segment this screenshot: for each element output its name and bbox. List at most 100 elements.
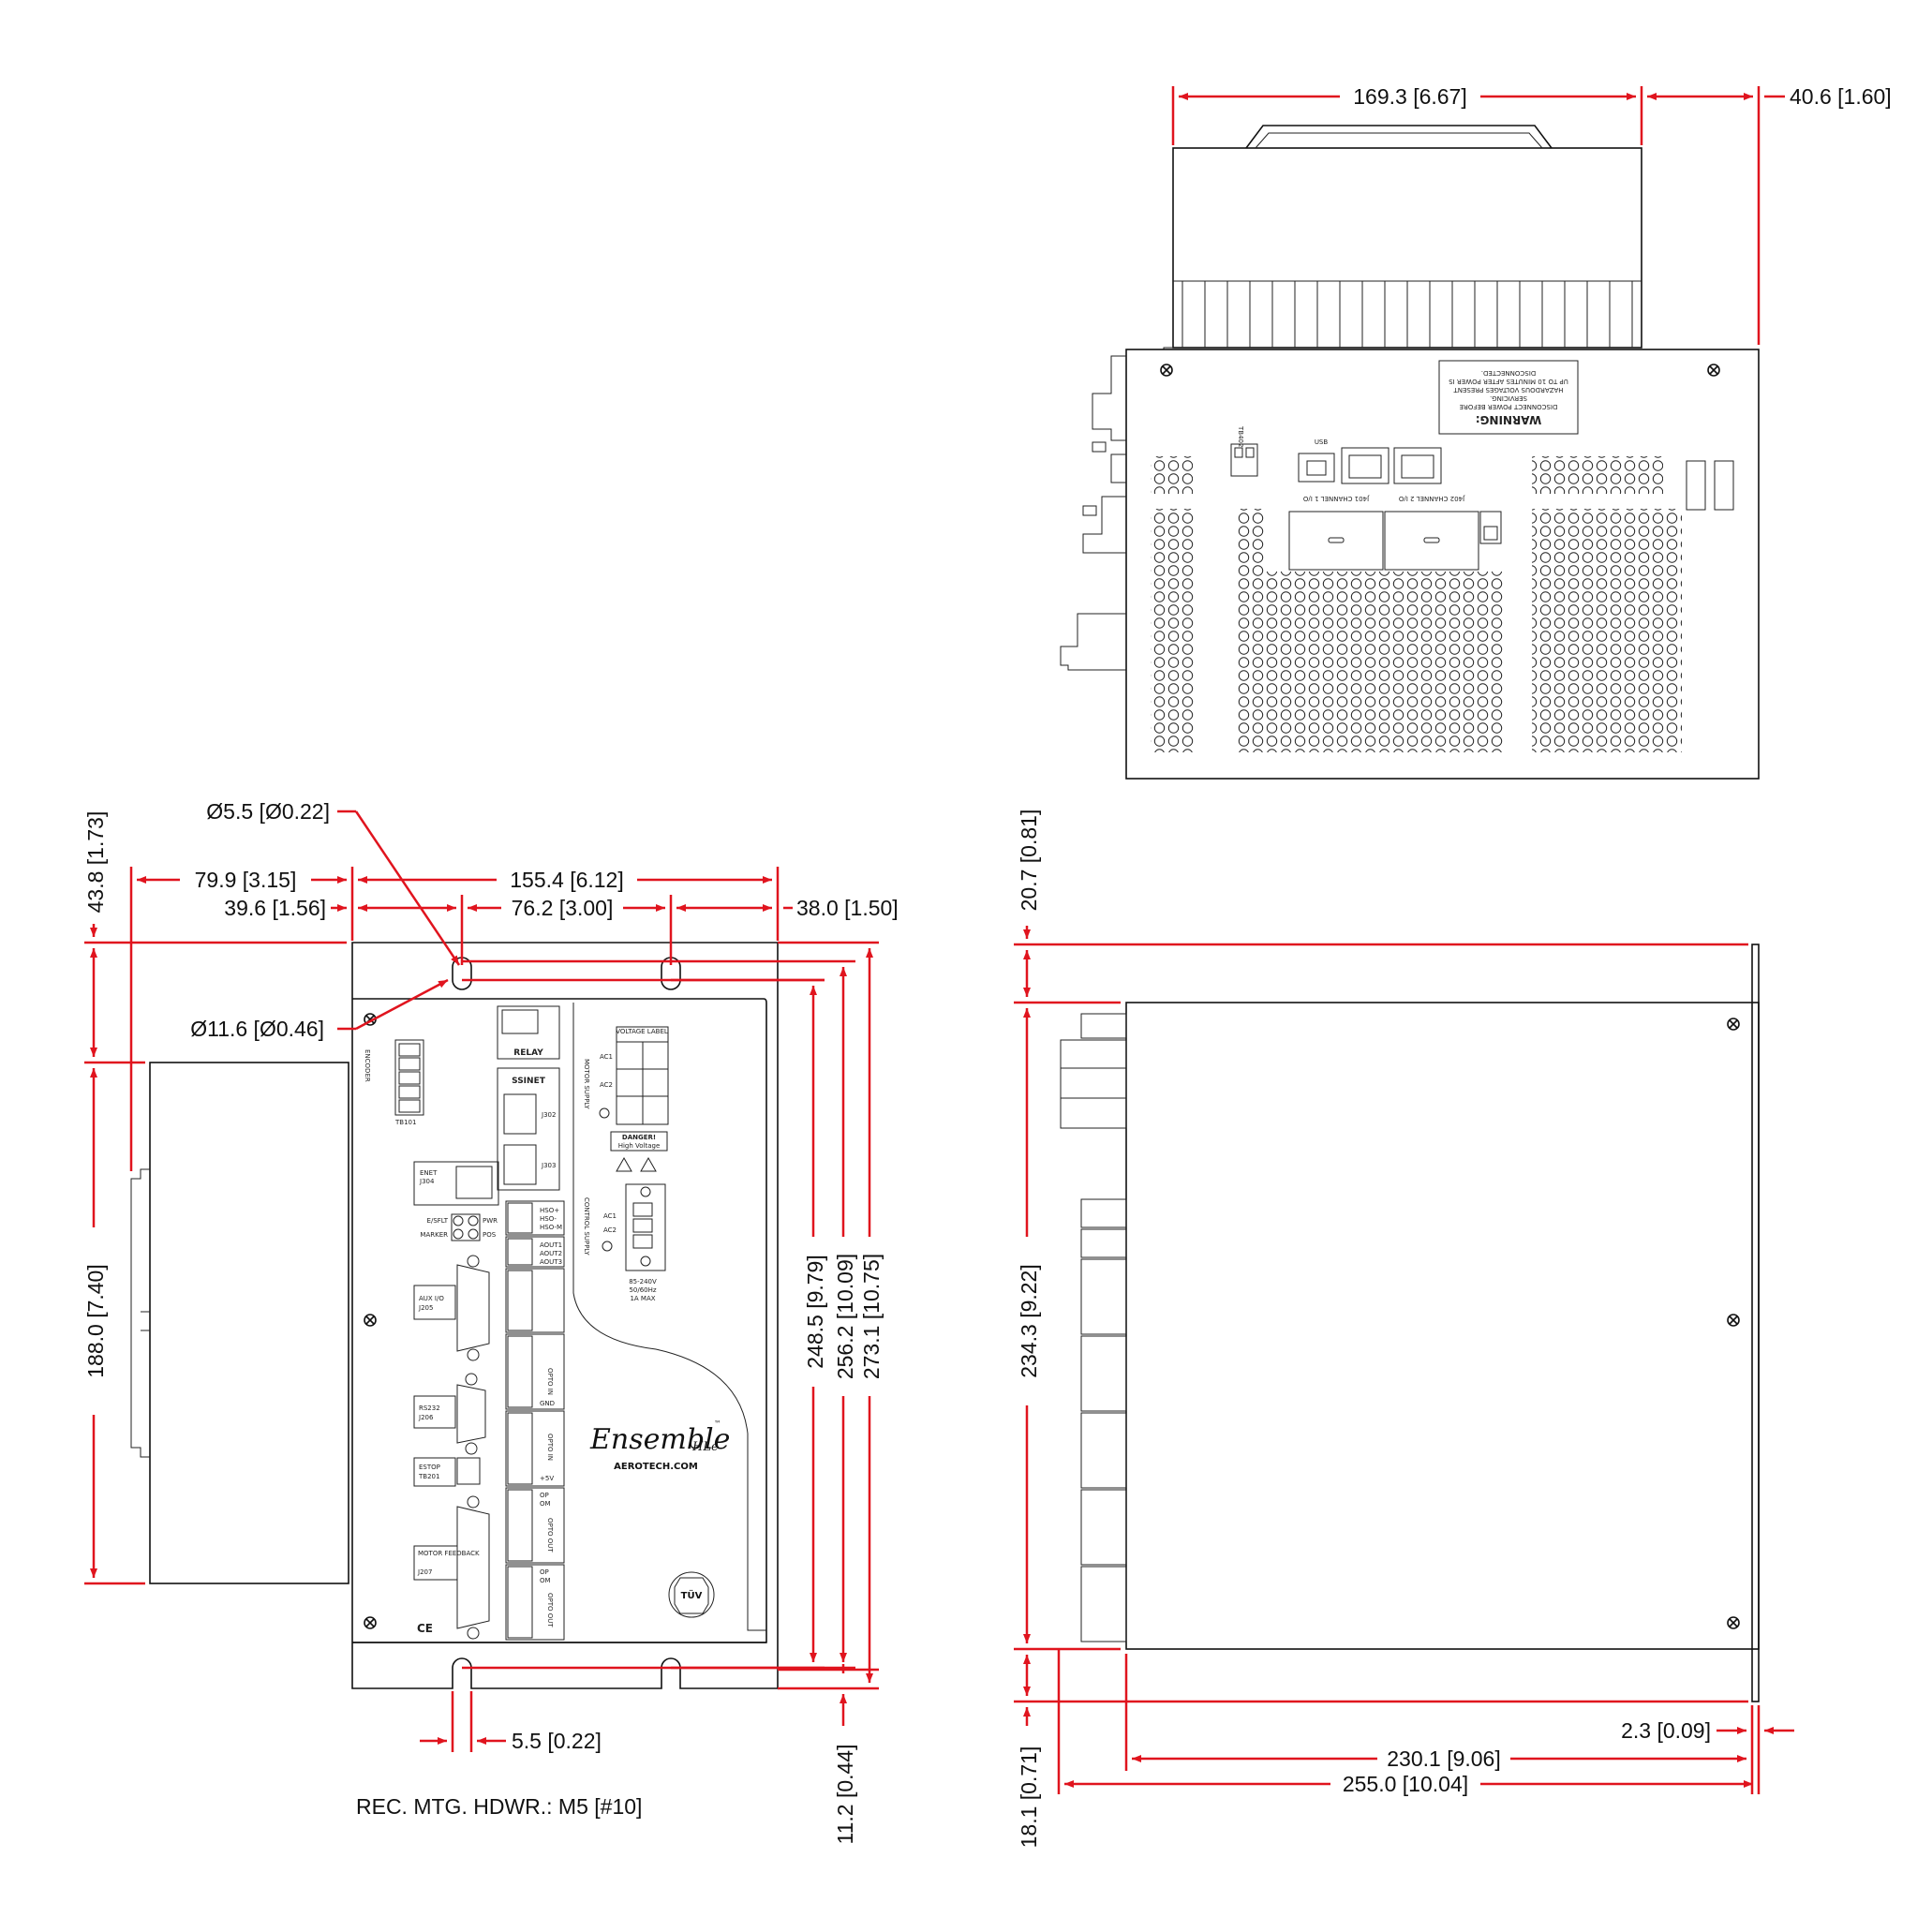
rs232-label: RS232 bbox=[419, 1404, 440, 1412]
marker-label: MARKER bbox=[420, 1231, 448, 1239]
dim-v3-label: 248.5 [9.79] bbox=[803, 1255, 827, 1369]
dim-width-label: 169.3 [6.67] bbox=[1353, 84, 1467, 109]
ssinet-label: SSINET bbox=[512, 1077, 546, 1086]
danger-label: DANGER! bbox=[622, 1134, 656, 1141]
company-url: AEROTECH.COM bbox=[614, 1462, 698, 1472]
dim-d5-label: 38.0 [1.50] bbox=[796, 896, 899, 920]
op-label: OP bbox=[540, 1492, 549, 1499]
estop-label: ESTOP bbox=[419, 1464, 440, 1471]
j205-label: J205 bbox=[418, 1304, 433, 1312]
front-view: TB101 ENCODER RELAY SSINET J302 J303 ENE… bbox=[130, 942, 779, 1689]
v5-label: +5V bbox=[540, 1475, 554, 1482]
hole-small-label: Ø5.5 [Ø0.22] bbox=[206, 799, 330, 824]
dim-v5-label: 273.1 [10.75] bbox=[859, 1254, 884, 1379]
ac2-label: AC2 bbox=[603, 1226, 617, 1234]
relay-label: RELAY bbox=[513, 1048, 543, 1058]
panel-divider bbox=[572, 1003, 766, 1631]
dim-v2-label: 188.0 [7.40] bbox=[83, 1264, 108, 1378]
opto-out-label: OPTO OUT bbox=[546, 1593, 554, 1627]
side-connectors bbox=[1060, 355, 1126, 671]
vent-grid bbox=[1237, 509, 1265, 752]
enet-block bbox=[413, 1161, 499, 1206]
handle bbox=[1245, 125, 1553, 149]
ce-mark: CE bbox=[417, 1622, 433, 1635]
hso-label: HSO-M bbox=[540, 1224, 562, 1231]
om-label: OM bbox=[540, 1577, 551, 1584]
warning-label bbox=[1438, 360, 1579, 435]
screw-icon bbox=[1160, 364, 1720, 377]
hso-label: HSO+ bbox=[540, 1207, 559, 1214]
rs232-label-box bbox=[413, 1395, 456, 1429]
opto-in-label: OPTO IN bbox=[546, 1368, 554, 1395]
esfault-label: E/SFLT bbox=[427, 1217, 449, 1225]
tuv-logo-icon: TÜV bbox=[668, 1571, 715, 1618]
warning-title: WARNING: bbox=[1476, 413, 1541, 426]
danger-sub-label: High Voltage bbox=[618, 1142, 661, 1150]
chassis-side bbox=[1125, 1002, 1760, 1650]
screw-icon bbox=[364, 1013, 377, 1629]
fuse-holder bbox=[1686, 460, 1706, 511]
encoder-connector bbox=[394, 1039, 424, 1116]
relay-block bbox=[497, 1005, 560, 1060]
heat-sink-side bbox=[149, 1062, 349, 1584]
top-view: WARNING: DISCONNECT POWER BEFORE SERVICI… bbox=[1060, 125, 1760, 780]
warning-triangle-icon bbox=[640, 1156, 657, 1172]
control-supply-label: CONTROL SUPPLY bbox=[583, 1197, 590, 1256]
estop-connector bbox=[456, 1457, 481, 1485]
ssinet-block bbox=[497, 1067, 560, 1191]
tb402-connector bbox=[1230, 443, 1258, 477]
channel-2-connector bbox=[1384, 511, 1479, 571]
warning-line: UP TO 10 MINUTES AFTER POWER IS bbox=[1449, 378, 1568, 385]
side-view bbox=[1060, 944, 1760, 1702]
dim-d1-label: 79.9 [3.15] bbox=[195, 868, 297, 892]
j302-port bbox=[503, 1093, 537, 1135]
aout-label: AOUT1 bbox=[540, 1241, 562, 1249]
tb402-label: TB402 bbox=[1237, 425, 1244, 447]
hole-large-label: Ø11.6 [Ø0.46] bbox=[190, 1017, 324, 1041]
brand-name: Ensemble bbox=[589, 1423, 730, 1456]
screw-icon bbox=[1727, 1018, 1740, 1629]
tuv-text: TÜV bbox=[681, 1588, 703, 1601]
pos-label: POS bbox=[483, 1231, 497, 1239]
rating-label: 85-240V bbox=[629, 1278, 657, 1286]
usb-label: USB bbox=[1315, 438, 1329, 446]
voltage-label: VOLTAGE LABEL bbox=[616, 1028, 668, 1035]
rating-label: 50/60Hz bbox=[629, 1286, 656, 1294]
side-view-dimensions: 20.7 [0.81] 234.3 [9.22] 18.1 [0.71] 2.3… bbox=[1014, 810, 1794, 1849]
j403-connector bbox=[1479, 511, 1502, 544]
motor-supply-label: MOTOR SUPPLY bbox=[583, 1059, 590, 1109]
vent-grid bbox=[1151, 456, 1193, 494]
pwr-label: PWR bbox=[483, 1217, 498, 1225]
aout-label: AOUT2 bbox=[540, 1250, 562, 1257]
ac1-label: AC1 bbox=[603, 1212, 617, 1220]
rs232-connector bbox=[456, 1384, 486, 1444]
vent-grid bbox=[1532, 509, 1682, 752]
warning-line: DISCONNECTED. bbox=[1481, 369, 1536, 377]
estop-label-box bbox=[413, 1457, 456, 1487]
dim-total-label: 255.0 [10.04] bbox=[1343, 1772, 1468, 1796]
channel-1-connector bbox=[1288, 511, 1384, 571]
hso-label: HSO- bbox=[540, 1215, 557, 1223]
brand-tm: ™ bbox=[714, 1419, 721, 1428]
warning-line: DISCONNECT POWER BEFORE bbox=[1460, 403, 1558, 410]
ethernet-in-port bbox=[1341, 447, 1390, 484]
dim-bottom-label: 18.1 [0.71] bbox=[1017, 1746, 1041, 1849]
aout-label: AOUT3 bbox=[540, 1258, 562, 1266]
dim-gap-label: 2.3 [0.09] bbox=[1621, 1718, 1711, 1743]
encoder-label: ENCODER bbox=[364, 1049, 371, 1082]
chassis-front bbox=[351, 942, 779, 1689]
back-plate bbox=[1751, 944, 1760, 1702]
terminal-strips bbox=[505, 1200, 565, 1641]
chassis-top bbox=[1125, 349, 1760, 780]
top-view-dimensions: 169.3 [6.67] 40.6 [1.60] bbox=[1171, 84, 1892, 345]
rating-label: 1A MAX bbox=[630, 1295, 655, 1302]
front-panel bbox=[352, 998, 767, 1643]
usb-port bbox=[1298, 453, 1335, 483]
dim-depth-label: 230.1 [9.06] bbox=[1387, 1746, 1501, 1771]
dim-d3-label: 39.6 [1.56] bbox=[224, 896, 326, 920]
mounting-note: REC. MTG. HDWR.: M5 [#10] bbox=[356, 1794, 642, 1819]
front-view-dimensions: Ø5.5 [Ø0.22] Ø11.6 [Ø0.46] 79.9 [3.15] 1… bbox=[83, 799, 899, 1845]
warning-line: SERVICING. bbox=[1490, 394, 1527, 402]
ac2-label: AC2 bbox=[600, 1081, 613, 1089]
